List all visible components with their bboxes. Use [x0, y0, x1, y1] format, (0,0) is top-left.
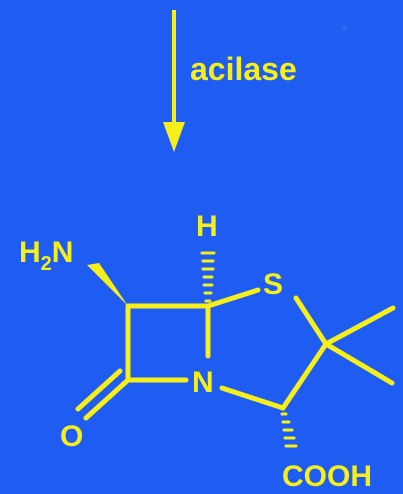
nitrogen-label: N [192, 366, 214, 399]
methyl-bond-upper [323, 305, 396, 347]
watermark-decoration: . [340, 0, 349, 38]
sulfur-label: S [263, 268, 283, 301]
bond-s-c2 [293, 295, 329, 347]
bond-c2-c3 [280, 341, 329, 411]
hashed-bond-cooh [280, 412, 298, 448]
wedge-bond-nh2 [87, 263, 128, 306]
carbonyl-bond-1 [83, 377, 131, 421]
bond-c5-s [205, 287, 261, 309]
carbonyl-bond-2 [75, 368, 123, 412]
bond-n-c3 [219, 385, 286, 411]
amine-label: H2N [19, 236, 73, 275]
carboxyl-label: COOH [282, 460, 372, 493]
methyl-bond-lower [323, 341, 395, 386]
ring-hydrogen-label: H [196, 210, 218, 243]
bond-lines [75, 287, 396, 421]
oxygen-label: O [60, 420, 83, 453]
enzyme-label: acilase [190, 51, 297, 87]
hashed-bond-h [200, 251, 216, 303]
reaction-arrow [163, 10, 185, 152]
